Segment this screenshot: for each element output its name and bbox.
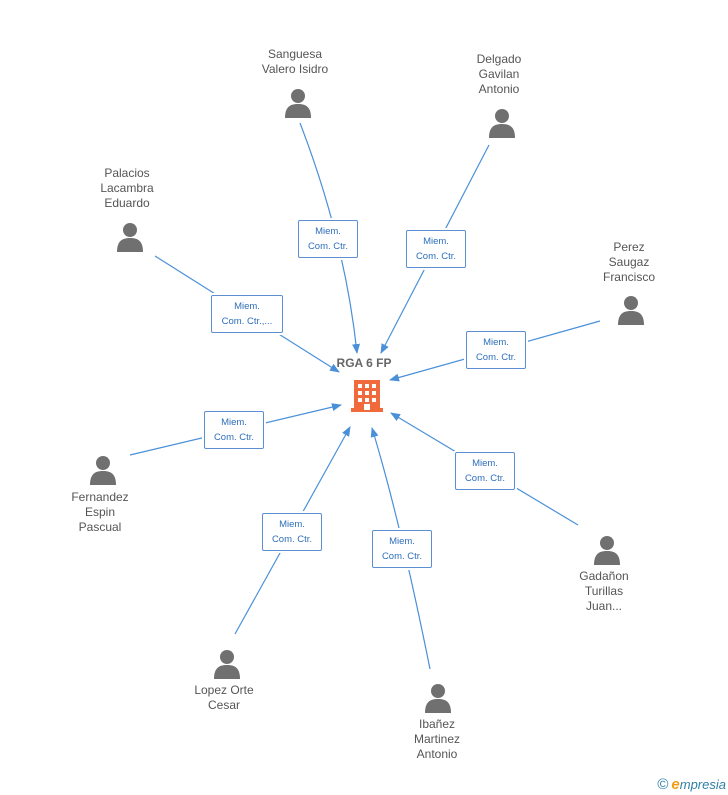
brand-name: mpresia: [679, 777, 726, 792]
role-label-lopez[interactable]: Miem. Com. Ctr.: [262, 513, 322, 551]
person-icon[interactable]: [116, 222, 144, 252]
role-label-palacios[interactable]: Miem. Com. Ctr.,...: [211, 295, 283, 333]
role-label-sanguesa[interactable]: Miem. Com. Ctr.: [298, 220, 358, 258]
person-name-fernandez: Fernandez Espin Pascual: [71, 490, 129, 534]
person-icon[interactable]: [593, 535, 621, 565]
person-name-ibanez: Ibañez Martinez Antonio: [413, 717, 460, 761]
building-icon[interactable]: [351, 378, 383, 412]
footer-brand[interactable]: ©empresia: [657, 776, 726, 793]
person-icon[interactable]: [213, 649, 241, 679]
person-name-delgado: Delgado Gavilan Antonio: [476, 52, 522, 96]
person-icon[interactable]: [488, 108, 516, 138]
person-name-palacios: Palacios Lacambra Eduardo: [100, 166, 154, 210]
person-name-perez: Perez Saugaz Francisco: [602, 240, 655, 284]
person-name-lopez: Lopez Orte Cesar: [194, 683, 254, 712]
role-label-fernandez[interactable]: Miem. Com. Ctr.: [204, 411, 264, 449]
person-name-gadanon: Gadañon Turillas Juan...: [579, 569, 629, 613]
person-icon[interactable]: [424, 683, 452, 713]
role-label-ibanez[interactable]: Miem. Com. Ctr.: [372, 530, 432, 568]
person-icon[interactable]: [284, 88, 312, 118]
role-label-gadanon[interactable]: Miem. Com. Ctr.: [455, 452, 515, 490]
person-name-sanguesa: Sanguesa Valero Isidro: [261, 47, 329, 76]
copyright-icon: ©: [657, 776, 669, 793]
person-icon[interactable]: [617, 295, 645, 325]
person-icon[interactable]: [89, 455, 117, 485]
role-label-perez[interactable]: Miem. Com. Ctr.: [466, 331, 526, 369]
company-name: RGA 6 FP: [336, 356, 392, 370]
brand-initial: e: [671, 776, 680, 793]
role-label-delgado[interactable]: Miem. Com. Ctr.: [406, 230, 466, 268]
